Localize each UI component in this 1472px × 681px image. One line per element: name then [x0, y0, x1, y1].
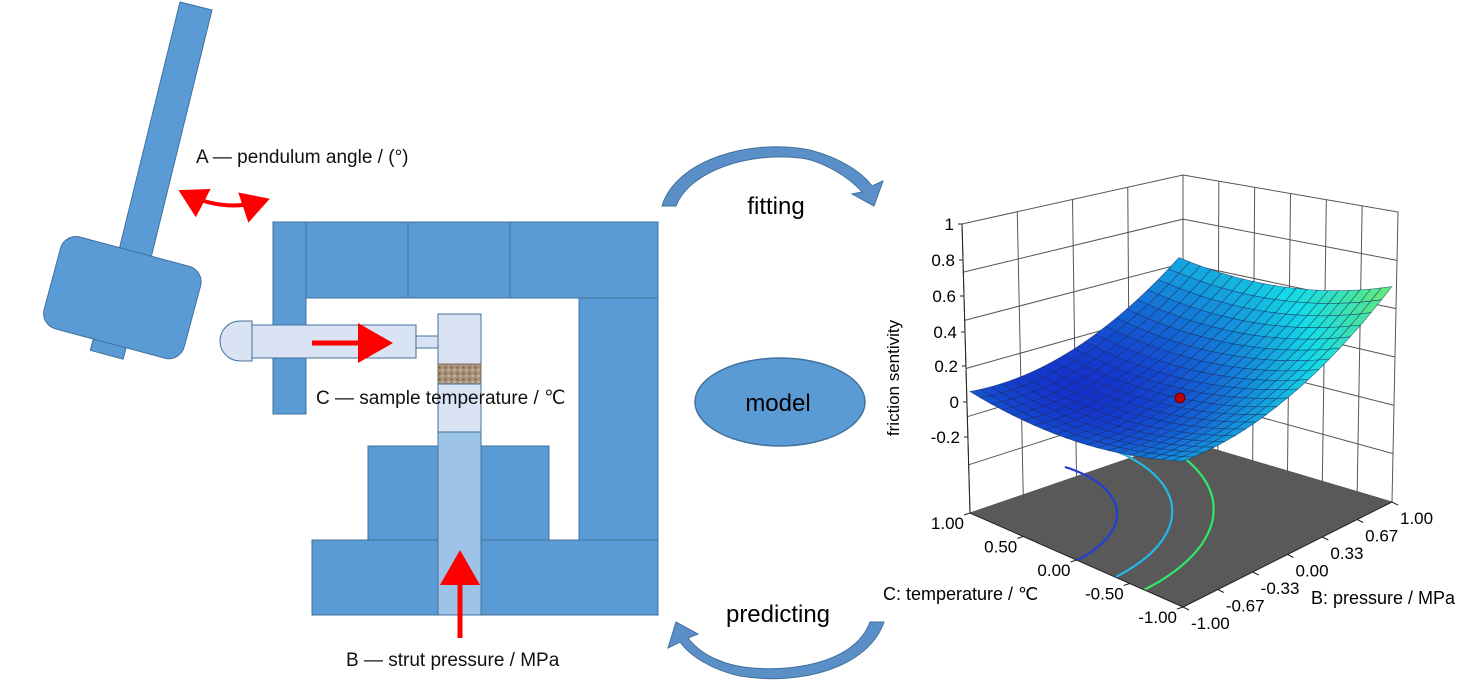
- pendulum: [43, 1, 213, 360]
- y-tick-label: -0.50: [1085, 585, 1124, 604]
- z-tick-label: 0.6: [932, 287, 956, 306]
- pendulum-swing-arrow: [178, 188, 270, 223]
- frame-base: [311, 539, 659, 616]
- upper-anvil: [437, 313, 482, 365]
- fitting-label: fitting: [747, 193, 804, 220]
- x-tick-label: -1.00: [1191, 614, 1230, 633]
- apparatus-frame: [272, 221, 659, 616]
- surface-mesh: [969, 257, 1393, 462]
- frame-top-right: [509, 221, 659, 299]
- z-axis-line: [961, 223, 971, 514]
- y-axis-ticks: 1.00 0.50 0.00 -0.50 -1.00: [931, 512, 1184, 627]
- x-axis-ticks: -1.00-0.67-0.330.000.330.671.00: [1182, 501, 1433, 633]
- y-tick-label: 0.50: [984, 538, 1017, 557]
- pendulum-arm: [117, 1, 213, 263]
- pressure-label: B — strut pressure / MPa: [346, 650, 560, 671]
- x-tick-label: -0.33: [1261, 579, 1300, 598]
- y-axis-title: C: temperature / ℃: [883, 584, 1038, 604]
- x-tick-label: 1.00: [1400, 509, 1433, 528]
- predicting-arrow: [667, 621, 885, 680]
- frame-top-middle: [407, 221, 511, 299]
- striker-cap: [219, 320, 253, 362]
- z-tick-label: -0.2: [931, 428, 960, 447]
- fitting-arrow: [661, 146, 884, 207]
- frame-right-post: [578, 297, 659, 541]
- y-tick-label: 0.00: [1037, 561, 1070, 580]
- temperature-label: C — sample temperature / ℃: [316, 388, 565, 409]
- y-tick-label: 1.00: [931, 514, 964, 533]
- predicting-label: predicting: [726, 601, 830, 628]
- x-tick-label: 0.00: [1296, 562, 1329, 581]
- surface-patch: [1172, 456, 1194, 462]
- y-tick-label: -1.00: [1138, 608, 1177, 627]
- z-tick-label: 0.8: [931, 251, 955, 270]
- z-axis-title: friction sentivity: [884, 319, 903, 436]
- chart-floor: [970, 440, 1392, 607]
- frame-top-left: [305, 221, 409, 299]
- x-axis-title: B: pressure / MPa: [1311, 588, 1456, 608]
- x-tick-label: 0.33: [1330, 544, 1363, 563]
- surface-chart: 10.80.60.40.20-0.2 -1.00-0.67-0.330.000.…: [883, 174, 1456, 633]
- z-tick-label: 0.4: [933, 323, 957, 342]
- model-label: model: [745, 390, 810, 417]
- x-axis-line: [1182, 501, 1393, 608]
- lower-anvil: [437, 383, 482, 433]
- pendulum-hammer: [43, 236, 202, 360]
- pendulum-angle-label: A — pendulum angle / (°): [196, 147, 409, 168]
- y-axis-line: [969, 512, 1184, 608]
- design-point: [1174, 392, 1186, 404]
- sample: [437, 363, 482, 385]
- model-node: [694, 357, 866, 447]
- x-tick-label: 0.67: [1365, 527, 1398, 546]
- x-tick-label: -0.67: [1226, 597, 1265, 616]
- contour-line: [1064, 465, 1119, 562]
- contour-line: [1105, 446, 1174, 579]
- z-tick-label: 0.2: [934, 357, 958, 376]
- frame-left-post: [272, 221, 307, 415]
- z-tick-label: 1: [945, 215, 954, 234]
- z-axis-ticks: 1 0.8 0.6 0.4 0.2 0 -0.2: [931, 215, 968, 447]
- striker-tip: [415, 335, 439, 349]
- z-tick-label: 0: [950, 393, 959, 412]
